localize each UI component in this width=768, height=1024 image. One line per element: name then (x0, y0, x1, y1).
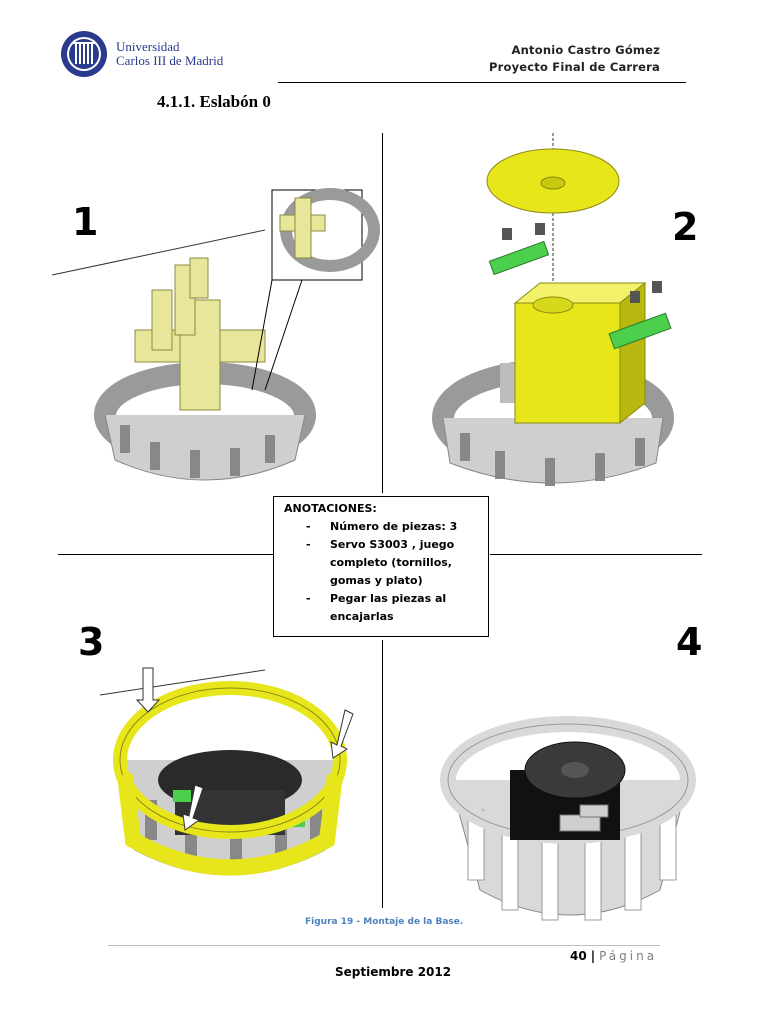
page-word: Página (599, 949, 658, 963)
figure-divider-vertical-bottom (382, 640, 383, 908)
illustration-step-4 (440, 716, 696, 921)
figure-caption: Figura 19 - Montaje de la Base. (305, 917, 464, 927)
project-name: Proyecto Final de Carrera (488, 60, 660, 74)
annotation-item: -Pegar las piezas al encajarlas (306, 592, 447, 623)
figure-divider-horizontal-right (490, 554, 702, 555)
university-name-line1: Universidad (116, 39, 180, 54)
annotations-box: ANOTACIONES: -Número de piezas: 3 -Servo… (273, 496, 489, 637)
footer-rule (108, 945, 660, 946)
page-number: 40 (570, 949, 587, 963)
step-number-3: 3 (78, 620, 105, 664)
annotations-list: -Número de piezas: 3 -Servo S3003 , jueg… (284, 518, 480, 626)
section-heading: 4.1.1. Eslabón 0 (157, 92, 271, 111)
footer-date: Septiembre 2012 (335, 965, 452, 979)
university-name-line2: Carlos III de Madrid (116, 53, 224, 68)
step-number-4: 4 (676, 620, 703, 664)
figure-divider-vertical-top (382, 133, 383, 493)
author-name: Antonio Castro Gómez (511, 43, 660, 57)
annotation-item: -Servo S3003 , juego completo (tornillos… (306, 538, 455, 587)
university-logo (61, 31, 107, 77)
annotation-text: Servo S3003 , juego completo (tornillos,… (330, 538, 455, 587)
illustration-step-2 (432, 133, 674, 486)
figure-divider-horizontal-left (58, 554, 273, 555)
step-number-1: 1 (72, 200, 99, 244)
annotations-title: ANOTACIONES: (284, 502, 377, 515)
header-rule (278, 82, 686, 83)
illustration-step-1 (51, 188, 380, 481)
page-number-block: 40|Página (570, 949, 657, 963)
annotation-item: -Número de piezas: 3 (306, 520, 458, 533)
step-number-2: 2 (672, 205, 699, 249)
annotation-text: Pegar las piezas al encajarlas (330, 592, 447, 623)
page-separator: | (590, 949, 596, 963)
annotation-text: Número de piezas: 3 (330, 520, 458, 533)
illustration-step-3 (99, 667, 354, 876)
